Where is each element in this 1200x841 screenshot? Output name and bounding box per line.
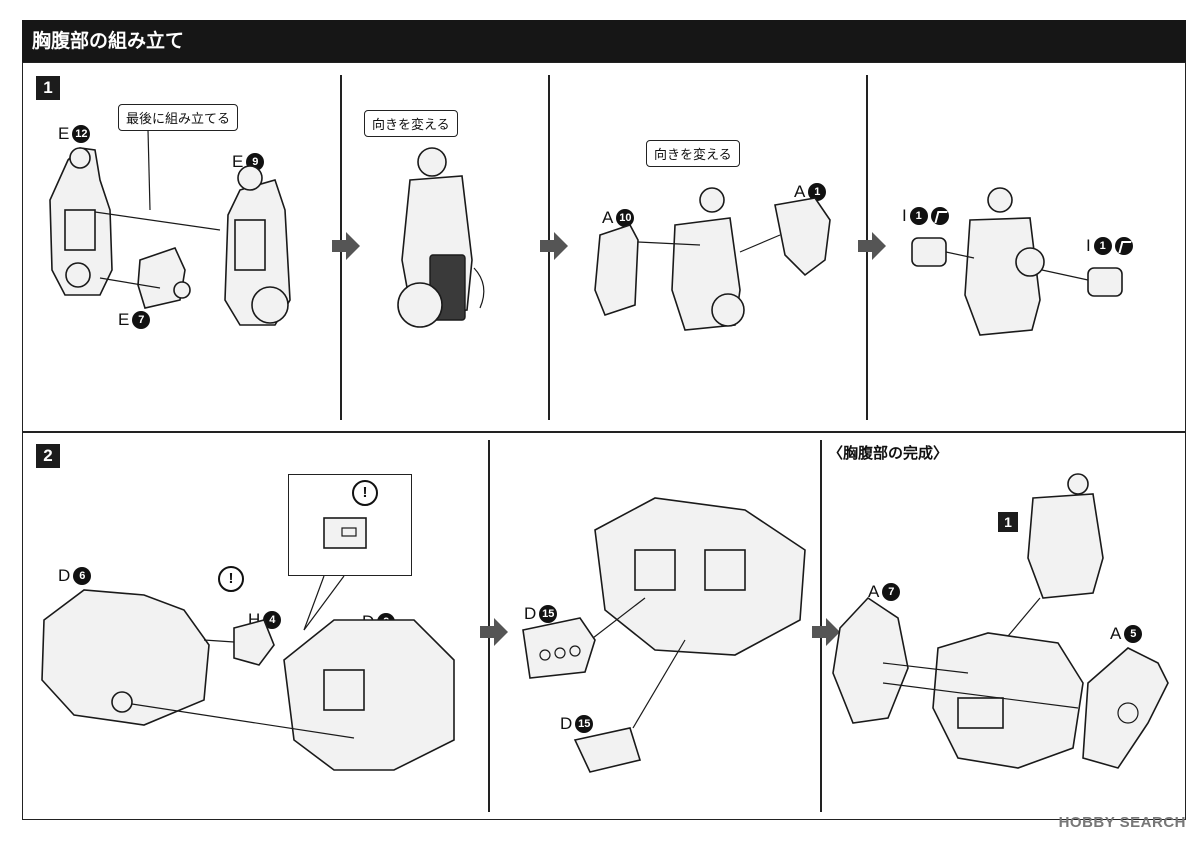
flow-arrow <box>332 232 360 260</box>
part-number-badge: 1 <box>909 207 928 225</box>
callout-assemble-last: 最後に組み立てる <box>118 104 239 131</box>
step1-parts-i-illustration <box>911 187 1123 336</box>
step1-rotate-illustration <box>397 147 485 328</box>
step1-parts-a-illustration <box>594 187 831 331</box>
part-number-badge: 1 <box>1093 237 1112 255</box>
part-number-badge: 15 <box>575 715 594 733</box>
flow-arrow <box>812 618 840 646</box>
runner-flag-icon <box>930 207 949 225</box>
step2-panel <box>22 432 1186 820</box>
callout-turn-around: 向きを変える <box>646 140 740 167</box>
flow-arrow <box>540 232 568 260</box>
warning-icon: ! <box>352 480 378 506</box>
part-number-badge: 7 <box>882 583 901 601</box>
detail-callout-box <box>288 474 412 576</box>
part-number-badge: 1 <box>808 183 827 201</box>
watermark: HOBBY SEARCH <box>1058 814 1186 831</box>
step2-illustration-left <box>41 517 455 771</box>
step-reference-badge: 1 <box>998 512 1018 532</box>
step1-part-illustration <box>49 129 291 326</box>
warning-icon: ! <box>218 566 244 592</box>
part-number-badge: 10 <box>616 209 635 227</box>
part-number-badge: 15 <box>539 605 558 623</box>
step-number: 1 <box>36 76 60 100</box>
step1-panel <box>22 62 1186 432</box>
part-number-badge: 6 <box>73 567 92 585</box>
runner-flag-icon <box>1114 237 1133 255</box>
step-number: 2 <box>36 444 60 468</box>
section-title: 胸腹部の組み立て <box>22 20 1186 62</box>
part-number-badge: 5 <box>1124 625 1143 643</box>
completed-label: 〈胸腹部の完成〉 <box>828 444 949 462</box>
part-number-badge: 12 <box>72 125 91 143</box>
callout-turn-around: 向きを変える <box>364 110 458 137</box>
flow-arrow <box>858 232 886 260</box>
step2-illustration-middle <box>522 497 806 773</box>
step2-illustration-right <box>832 473 1169 769</box>
part-number-badge: 4 <box>263 611 282 629</box>
flow-arrow <box>480 618 508 646</box>
part-number-badge: 7 <box>132 311 151 329</box>
